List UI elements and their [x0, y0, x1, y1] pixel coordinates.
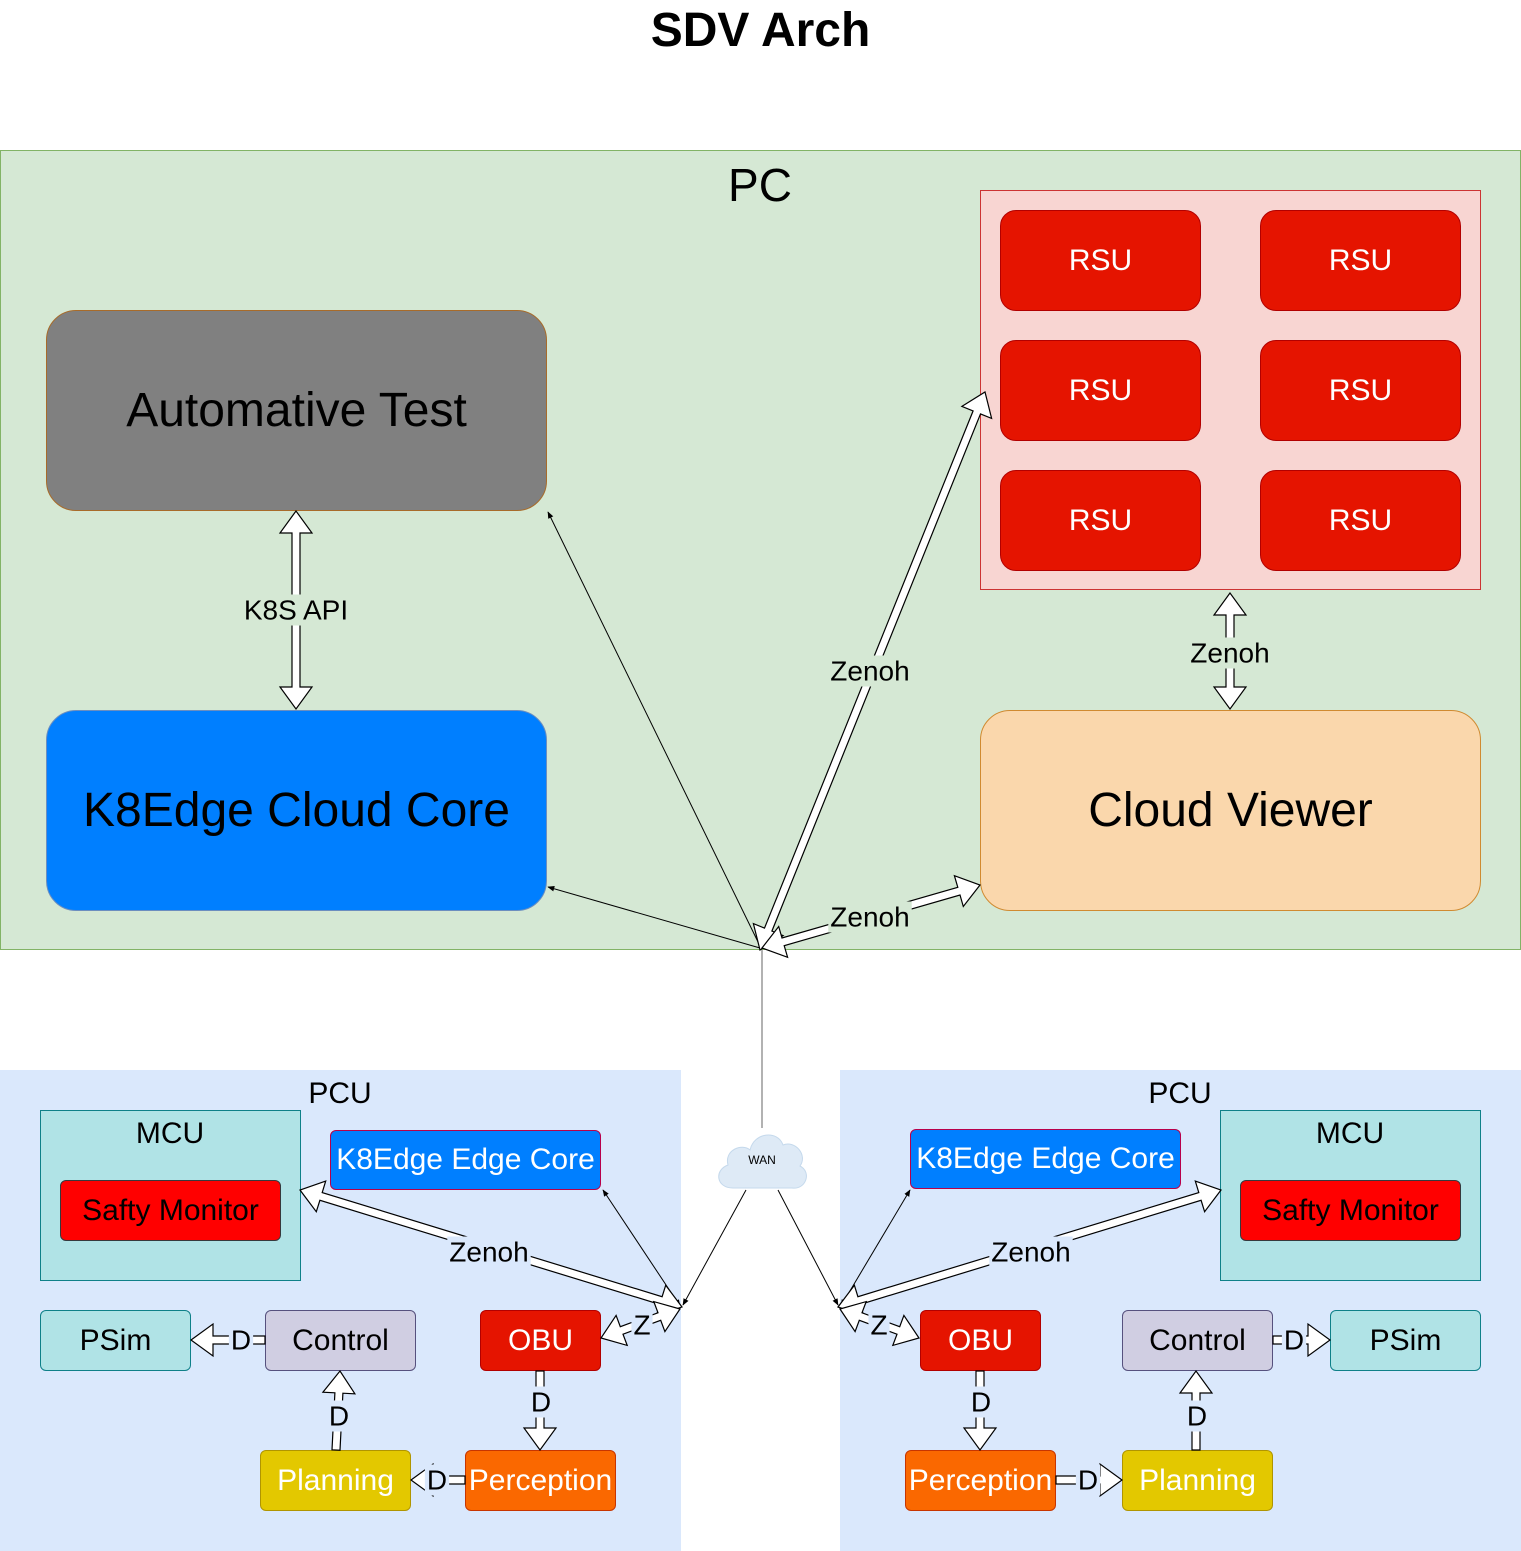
edge-label-zenoh: Zenoh: [449, 1237, 528, 1268]
pcu-left-label: PCU: [308, 1077, 372, 1110]
rsu-node: RSU: [1260, 210, 1461, 311]
wan-label: WAN: [748, 1153, 776, 1167]
safety-monitor-left: Safty Monitor: [60, 1180, 281, 1241]
edge-control-psim-left: [189, 1322, 266, 1358]
edge-label-d: D: [1187, 1401, 1207, 1432]
mcu-right-label: MCU: [1315, 1117, 1385, 1150]
k8edge-edge-core-right: K8Edge Edge Core: [910, 1129, 1181, 1189]
pc-label: PC: [728, 159, 792, 211]
rsu-node: RSU: [1260, 470, 1461, 571]
wan-cloud-icon: [718, 1134, 807, 1189]
edge-label-zenoh: Zenoh: [830, 656, 909, 687]
link-wan-right: [777, 1189, 839, 1306]
safety-monitor-right: Safty Monitor: [1240, 1180, 1461, 1241]
edge-label-d: D: [231, 1325, 251, 1356]
pcu-right-label: PCU: [1148, 1077, 1212, 1110]
psim-right: PSim: [1330, 1310, 1481, 1371]
control-right: Control: [1122, 1310, 1273, 1371]
rsu-node: RSU: [1000, 340, 1201, 441]
edge-label-z: Z: [870, 1310, 887, 1341]
link-hub-automative: [547, 511, 761, 947]
psim-left: PSim: [40, 1310, 191, 1371]
k8edge-edge-core-left: K8Edge Edge Core: [330, 1130, 601, 1190]
link-wan-left: [682, 1189, 747, 1306]
edge-label-zenoh: Zenoh: [1190, 638, 1269, 669]
rsu-node: RSU: [1260, 340, 1461, 441]
cloud-viewer-node: Cloud Viewer: [980, 710, 1481, 911]
rsu-node: RSU: [1000, 470, 1201, 571]
control-left: Control: [265, 1310, 416, 1371]
automative-test-node: Automative Test: [46, 310, 547, 511]
link-obu-edgecore-right: [840, 1189, 911, 1307]
edge-label-z: Z: [633, 1310, 650, 1341]
obu-right: OBU: [920, 1310, 1041, 1371]
edge-label-d: D: [1284, 1325, 1304, 1356]
diagram-title: SDV Arch: [650, 3, 871, 57]
planning-left: Planning: [260, 1450, 411, 1511]
edge-label-d: D: [971, 1387, 991, 1418]
edge-label-k8s-api: K8S API: [244, 595, 348, 626]
edge-label-d: D: [427, 1465, 447, 1496]
edge-label-zenoh: Zenoh: [830, 902, 909, 933]
edge-label-d: D: [531, 1387, 551, 1418]
k8edge-cloud-core-node: K8Edge Cloud Core: [46, 710, 547, 911]
perception-left: Perception: [465, 1450, 616, 1511]
flat-arrows: [189, 391, 1332, 1498]
edge-label-d: D: [329, 1401, 349, 1432]
planning-right: Planning: [1122, 1450, 1273, 1511]
edge-label-d: D: [1078, 1465, 1098, 1496]
edge-label-zenoh: Zenoh: [991, 1237, 1070, 1268]
obu-left: OBU: [480, 1310, 601, 1371]
mcu-left-label: MCU: [135, 1117, 205, 1150]
rsu-node: RSU: [1000, 210, 1201, 311]
perception-right: Perception: [905, 1450, 1056, 1511]
link-hub-k8core: [547, 886, 761, 949]
